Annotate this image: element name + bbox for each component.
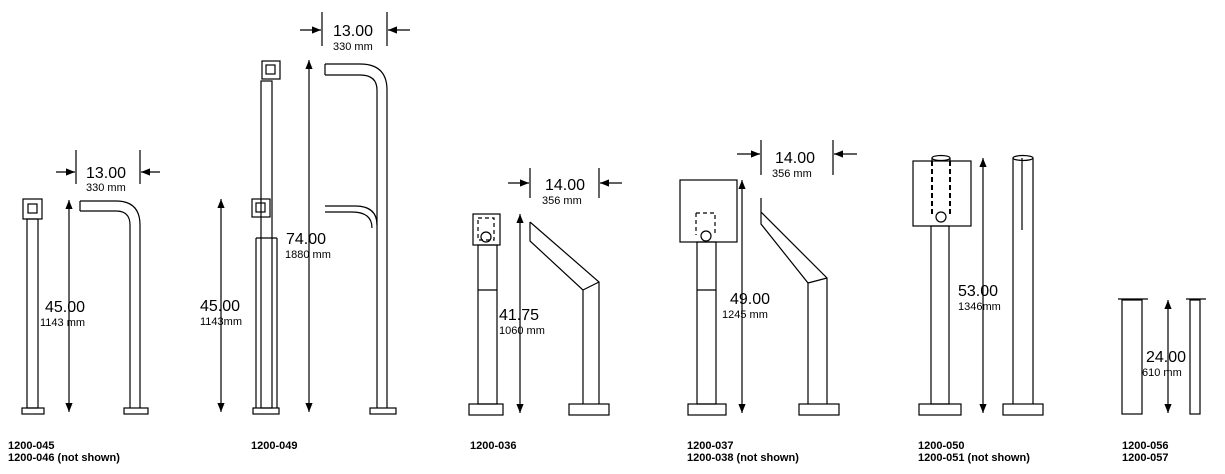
p3-height-mm: 1060 mm bbox=[499, 325, 545, 337]
post-shaft bbox=[26, 218, 39, 409]
short-post-b bbox=[1189, 299, 1201, 415]
reader-led bbox=[700, 230, 712, 242]
p2-width-in: 13.00 bbox=[333, 23, 373, 40]
reader-head bbox=[472, 213, 501, 246]
caption-product-4: 1200-037 1200-038 (not shown) bbox=[687, 440, 799, 464]
post-shaft bbox=[930, 225, 950, 405]
arm-pipe-lower bbox=[325, 205, 378, 229]
product-1200-045-drawing bbox=[21, 150, 160, 415]
p4-height-in: 49.00 bbox=[730, 291, 770, 308]
caption-product-2: 1200-049 bbox=[251, 440, 298, 452]
reader-icon bbox=[27, 203, 38, 214]
product-code: 1200-050 bbox=[918, 440, 965, 452]
reader-box-top bbox=[261, 60, 281, 80]
angled-post bbox=[529, 221, 600, 404]
product-code: 1200-038 (not shown) bbox=[687, 452, 799, 464]
product-1200-056-drawing bbox=[1118, 298, 1206, 415]
post-base bbox=[252, 407, 280, 415]
post-base bbox=[468, 403, 504, 416]
p2-width-mm: 330 mm bbox=[333, 41, 373, 53]
reader-icon-top bbox=[265, 64, 276, 75]
product-1200-050-drawing bbox=[912, 154, 1044, 416]
reader-box bbox=[22, 198, 43, 220]
product-code: 1200-056 bbox=[1122, 440, 1169, 452]
post-shaft bbox=[477, 244, 498, 405]
reader-dash bbox=[477, 217, 495, 241]
product-code: 1200-036 bbox=[470, 440, 517, 452]
short-post-a bbox=[1121, 299, 1143, 415]
post-base bbox=[918, 403, 962, 416]
p2-height-total-in: 74.00 bbox=[286, 231, 326, 248]
p6-height-mm: 610 mm bbox=[1142, 367, 1182, 379]
p5-height-in: 53.00 bbox=[958, 283, 998, 300]
product-code: 1200-049 bbox=[251, 440, 298, 452]
product-code: 1200-046 (not shown) bbox=[8, 452, 120, 464]
arm-pipe bbox=[79, 200, 141, 408]
p1-height-in: 45.00 bbox=[45, 299, 85, 316]
p3-width-in: 14.00 bbox=[545, 177, 585, 194]
reader-led bbox=[480, 231, 492, 243]
p3-height-in: 41.75 bbox=[499, 307, 539, 324]
post-base bbox=[687, 403, 727, 416]
p1-width-mm: 330 mm bbox=[86, 182, 126, 194]
reader-box bbox=[679, 179, 738, 243]
angled-post-base bbox=[798, 403, 840, 416]
reader-led bbox=[935, 211, 947, 223]
product-code: 1200-037 bbox=[687, 440, 734, 452]
product-code: 1200-057 bbox=[1122, 452, 1169, 464]
post-shaft bbox=[260, 80, 273, 409]
arm-base bbox=[369, 407, 397, 415]
p4-width-mm: 356 mm bbox=[772, 168, 812, 180]
arm-pipe-top bbox=[324, 63, 388, 408]
p2-height-lower-in: 45.00 bbox=[200, 298, 240, 315]
p1-height-mm: 1143 mm bbox=[40, 317, 85, 329]
post-shaft bbox=[696, 241, 717, 405]
caption-product-1: 1200-045 1200-046 (not shown) bbox=[8, 440, 120, 464]
reader-dash bbox=[696, 212, 716, 235]
p2-height-total-mm: 1880 mm bbox=[285, 249, 331, 261]
reader-box bbox=[912, 160, 972, 227]
tall-post-base bbox=[1002, 403, 1044, 416]
angled-post bbox=[760, 198, 828, 404]
product-1200-037-drawing bbox=[679, 140, 857, 416]
arm-base bbox=[123, 407, 149, 415]
reader-dash bbox=[931, 161, 951, 216]
angled-post-base bbox=[568, 403, 610, 416]
p5-height-mm: 1346mm bbox=[958, 301, 1001, 313]
p3-width-mm: 356 mm bbox=[542, 195, 582, 207]
product-1200-049-drawing bbox=[217, 12, 410, 415]
product-code: 1200-051 (not shown) bbox=[918, 452, 1030, 464]
p4-width-in: 14.00 bbox=[775, 150, 815, 167]
p6-height-in: 24.00 bbox=[1146, 349, 1186, 366]
post-base bbox=[21, 407, 45, 415]
tall-post bbox=[1012, 158, 1034, 404]
p2-height-lower-mm: 1143mm bbox=[200, 316, 242, 328]
p4-height-mm: 1245 mm bbox=[722, 309, 768, 321]
caption-product-6: 1200-056 1200-057 bbox=[1122, 440, 1169, 464]
product-code: 1200-045 bbox=[8, 440, 55, 452]
caption-product-5: 1200-050 1200-051 (not shown) bbox=[918, 440, 1030, 464]
product-1200-036-drawing bbox=[468, 168, 622, 416]
caption-product-3: 1200-036 bbox=[470, 440, 517, 452]
reader-box-lower bbox=[251, 198, 271, 218]
p1-width-in: 13.00 bbox=[86, 165, 126, 182]
reader-icon-lower bbox=[255, 202, 266, 213]
